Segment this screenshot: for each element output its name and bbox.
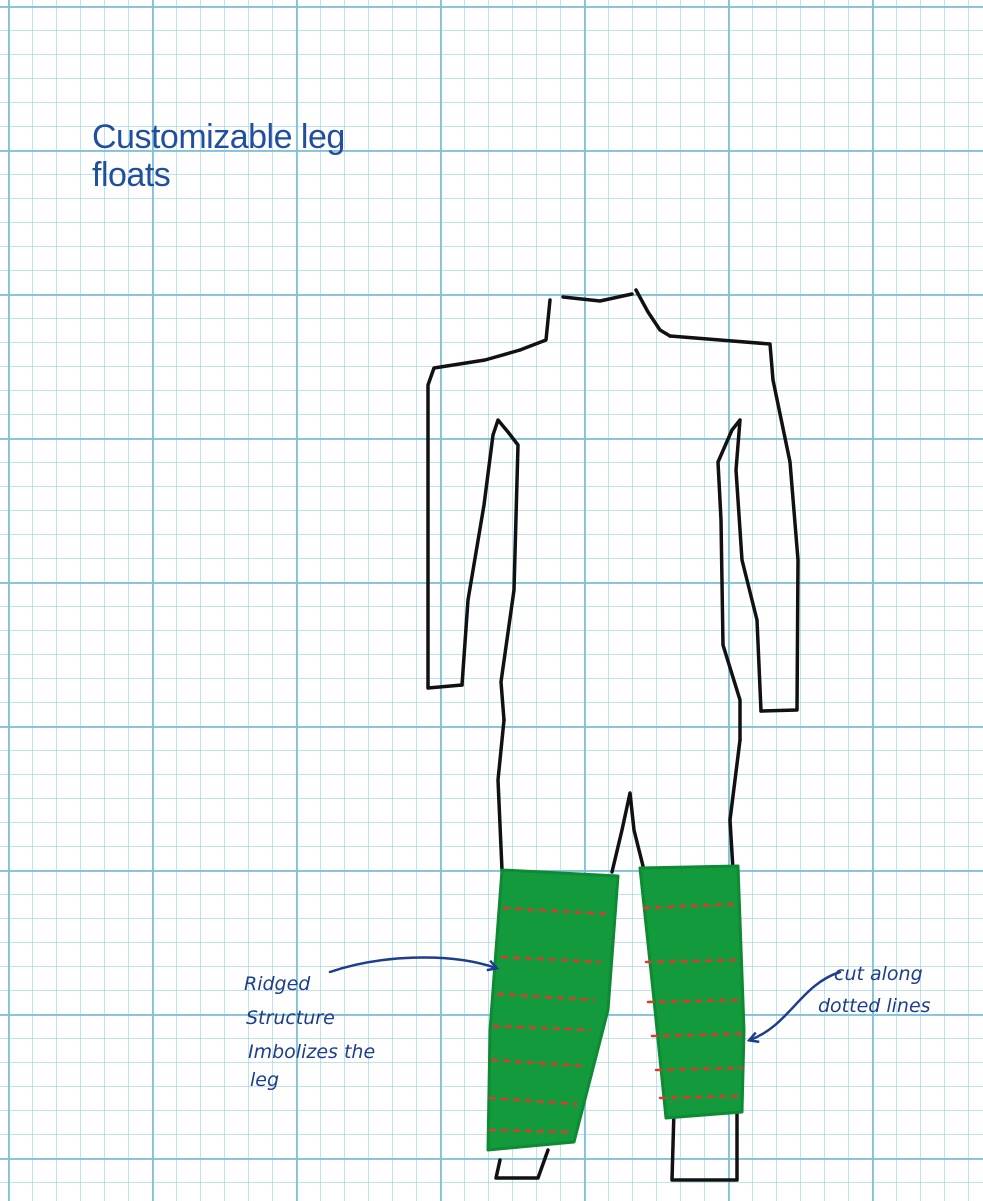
left-neck (520, 300, 550, 350)
right-arm-inner (718, 420, 761, 740)
crotch (612, 793, 644, 872)
left-annotation-line-3: Imbolizes the (248, 1041, 375, 1063)
left-lower-leg (496, 1150, 548, 1178)
right-lower-leg (672, 1110, 737, 1180)
neck-top (563, 294, 632, 301)
right-annotation-line-1: cut along (834, 963, 923, 985)
left-annotation: Ridged Structure Imbolizes the leg (244, 973, 375, 1091)
right-annotation-line-2: dotted lines (818, 995, 931, 1017)
left-annotation-line-4: leg (250, 1069, 279, 1091)
leg-floats (488, 866, 744, 1150)
right-torso-leg (730, 740, 740, 870)
right-shoulder-arm-outer (670, 336, 798, 711)
left-torso-leg (498, 720, 504, 870)
left-annotation-line-1: Ridged (244, 973, 311, 995)
left-annotation-arrow (330, 957, 496, 972)
body-outline (428, 290, 798, 872)
left-annotation-line-2: Structure (246, 1007, 335, 1029)
right-annotation: cut along dotted lines (818, 963, 931, 1017)
left-arm-inner (462, 420, 518, 720)
right-neck (636, 290, 670, 336)
